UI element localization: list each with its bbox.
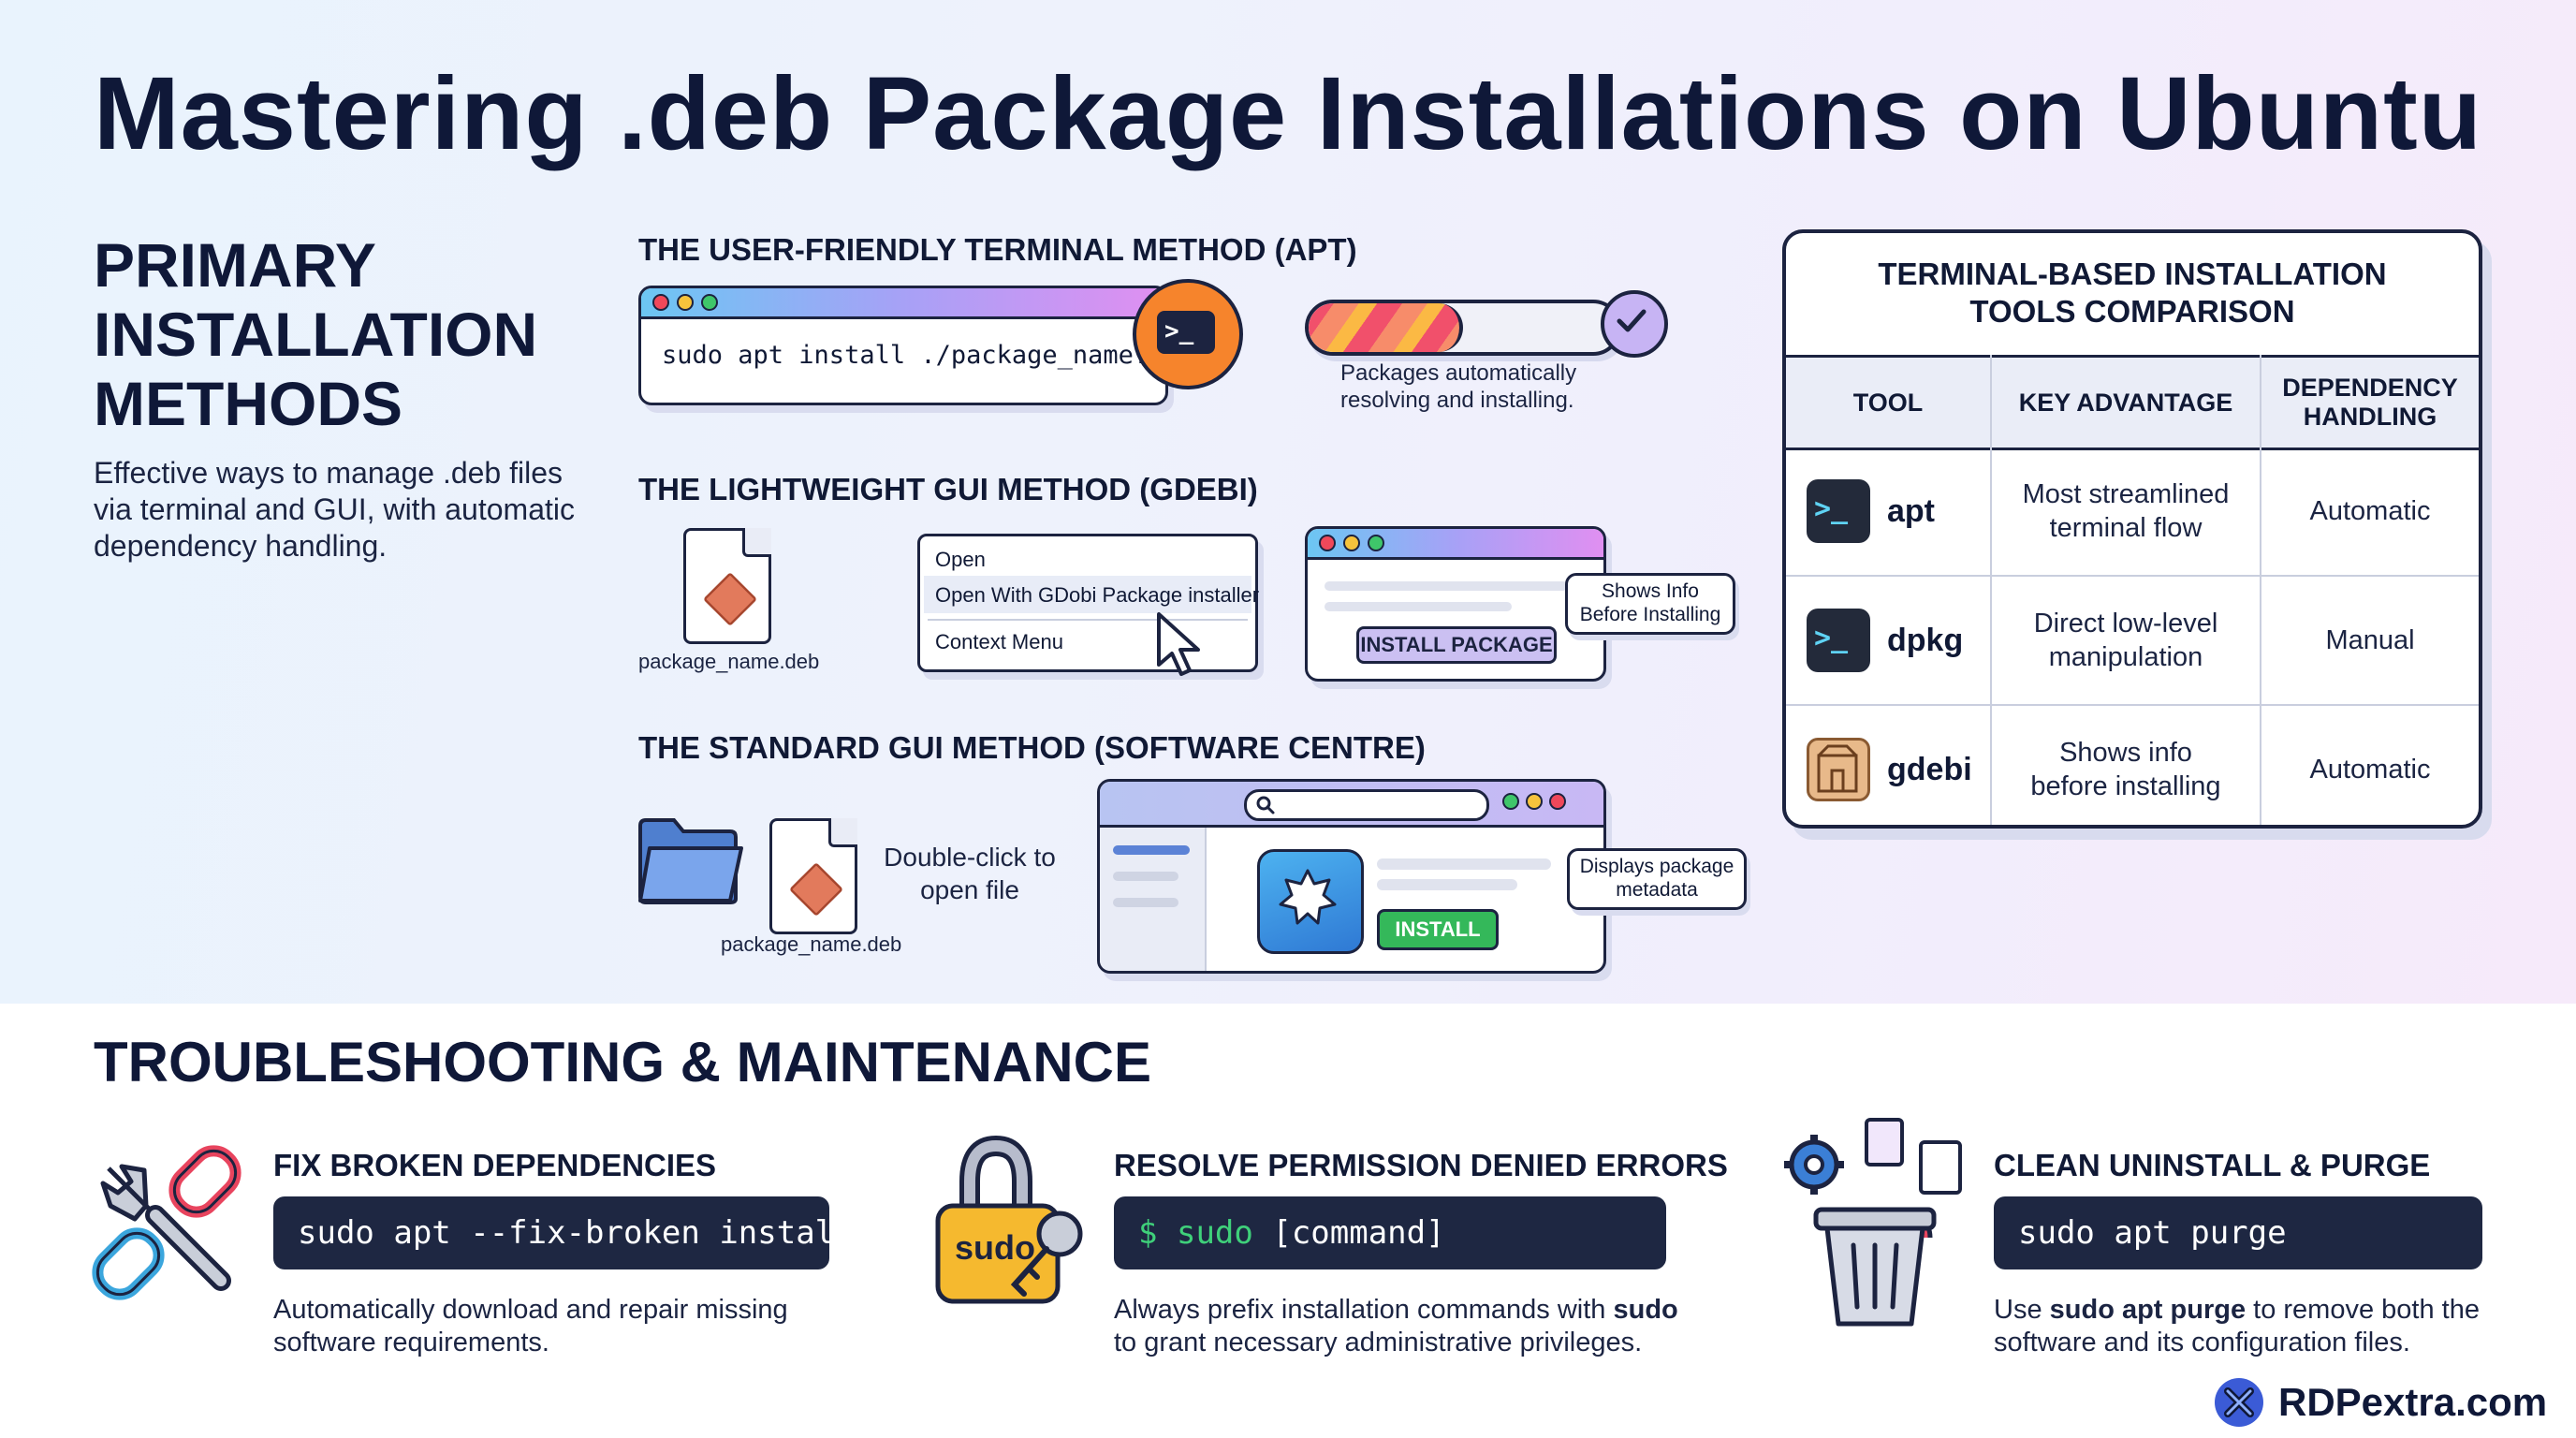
- fix-broken-description: Automatically download and repair missin…: [273, 1295, 788, 1357]
- table-header-row: TOOL KEY ADVANTAGE DEPENDENCY HANDLING: [1786, 355, 2479, 450]
- purge-title: CLEAN UNINSTALL & PURGE: [1994, 1148, 2431, 1182]
- permission-description: Always prefix installation commands with…: [1114, 1295, 1678, 1357]
- table-row: gdebi Shows info before installing Autom…: [1786, 706, 2479, 825]
- fix-broken-command: sudo apt --fix-broken install: [273, 1196, 854, 1269]
- deb-file-icon-2[interactable]: [769, 818, 857, 934]
- brand-logo-icon: [2215, 1378, 2263, 1427]
- menu-item-open[interactable]: Open: [935, 548, 986, 571]
- install-progress-bar: [1305, 300, 1621, 356]
- fix-broken-title: FIX BROKEN DEPENDENCIES: [273, 1148, 717, 1182]
- header-dependency: DEPENDENCY HANDLING: [2282, 374, 2458, 431]
- gdebi-window: INSTALL PACKAGE: [1305, 526, 1606, 682]
- package-box-icon: [1807, 738, 1870, 801]
- terminal-icon: >_: [1807, 479, 1870, 543]
- comparison-table: TERMINAL-BASED INSTALLATION TOOLS COMPAR…: [1782, 229, 2482, 829]
- mouse-cursor-icon: [1157, 612, 1200, 676]
- page-title: Mastering .deb Package Installations on …: [94, 56, 2482, 171]
- menu-item-context-menu[interactable]: Context Menu: [935, 630, 1063, 653]
- purge-description: Use sudo apt purge to remove both the so…: [1994, 1295, 2480, 1357]
- trash-gear-icon: [1784, 1118, 1962, 1327]
- dependency-cell: Automatic: [2309, 496, 2431, 526]
- terminal-bubble-icon: >_: [1133, 279, 1243, 389]
- software-centre-file-label: package_name.deb: [721, 932, 902, 956]
- checkmark-icon: [1601, 290, 1668, 358]
- progress-fill: [1309, 303, 1463, 352]
- folder-icon[interactable]: [637, 816, 745, 906]
- brand-name[interactable]: RDPextra.com: [2278, 1380, 2548, 1424]
- sudo-lock-label: sudo: [955, 1228, 1035, 1267]
- header-tool: TOOL: [1852, 388, 1924, 417]
- apt-method-heading: THE USER-FRIENDLY TERMINAL METHOD (APT): [638, 232, 1357, 267]
- wrench-chain-icon: [92, 1145, 242, 1300]
- menu-item-open-with-gdebi[interactable]: Open With GDobi Package installer: [935, 583, 1260, 607]
- terminal-icon: >_: [1807, 609, 1870, 672]
- table-row: >_ dpkg Direct low-level manipulation Ma…: [1786, 577, 2479, 706]
- search-icon: [1256, 796, 1275, 814]
- double-click-caption: Double-click to open file: [884, 843, 1056, 904]
- purge-command: sudo apt purge: [1994, 1196, 2482, 1269]
- gdebi-method-heading: THE LIGHTWEIGHT GUI METHOD (GDEBI): [638, 472, 1258, 506]
- dependency-cell: Manual: [2325, 625, 2415, 655]
- gdebi-info-callout: Shows Info Before Installing: [1565, 573, 1735, 635]
- header-key-advantage: KEY ADVANTAGE: [2018, 388, 2233, 417]
- advantage-cell: Shows info before installing: [2030, 738, 2221, 801]
- dependency-cell: Automatic: [2309, 755, 2431, 785]
- deb-file-icon[interactable]: [683, 528, 771, 644]
- troubleshooting-heading: TROUBLESHOOTING & MAINTENANCE: [94, 1031, 1151, 1093]
- permission-title: RESOLVE PERMISSION DENIED ERRORS: [1114, 1148, 1728, 1182]
- progress-caption: Packages automatically resolving and ins…: [1340, 360, 1577, 413]
- sudo-command: $ sudo [command]: [1114, 1196, 1666, 1269]
- context-menu: Open Open With GDobi Package installer C…: [917, 534, 1260, 672]
- advantage-cell: Direct low-level manipulation: [2033, 609, 2218, 672]
- apt-install-command: sudo apt install ./package_name.deb: [662, 341, 1168, 370]
- primary-methods-description: Effective ways to manage .deb files via …: [94, 456, 575, 563]
- tool-name: dpkg: [1887, 622, 1964, 658]
- primary-methods-heading: PRIMARY INSTALLATION METHODS: [94, 230, 538, 438]
- tool-name: apt: [1887, 492, 1935, 529]
- tool-name: gdebi: [1887, 751, 1972, 787]
- metadata-callout: Displays package metadata: [1567, 848, 1747, 910]
- apt-terminal-window: sudo apt install ./package_name.deb: [638, 286, 1168, 405]
- table-row: >_ apt Most streamlined terminal flow Au…: [1786, 448, 2479, 577]
- install-button[interactable]: INSTALL: [1377, 909, 1499, 950]
- app-icon: [1257, 849, 1364, 954]
- search-input[interactable]: [1244, 789, 1489, 821]
- sudo-lock-key-icon: [935, 1135, 1083, 1304]
- advantage-cell: Most streamlined terminal flow: [2022, 479, 2230, 543]
- install-package-button[interactable]: INSTALL PACKAGE: [1356, 626, 1557, 664]
- gdebi-file-label: package_name.deb: [638, 650, 820, 673]
- comparison-title: TERMINAL-BASED INSTALLATION TOOLS COMPAR…: [1878, 257, 2387, 329]
- software-centre-heading: THE STANDARD GUI METHOD (SOFTWARE CENTRE…: [638, 730, 1426, 765]
- software-centre-window: INSTALL: [1097, 779, 1606, 974]
